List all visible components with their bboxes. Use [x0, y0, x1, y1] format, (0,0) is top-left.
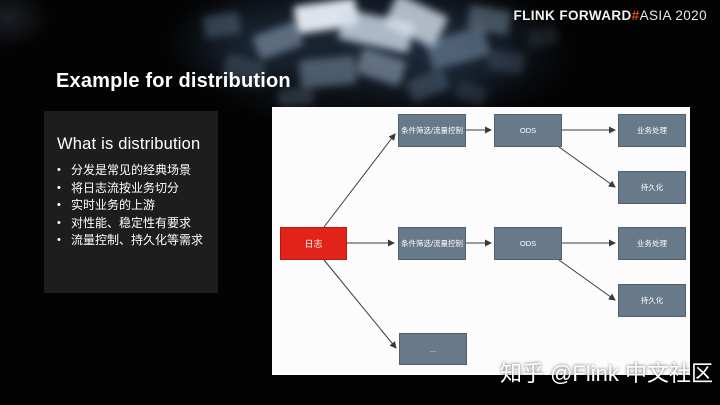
slide-title: Example for distribution [56, 70, 291, 92]
node-label: ODS [519, 239, 537, 248]
bokeh-cube [486, 49, 526, 75]
edge-source-filter1 [323, 133, 396, 228]
flow-diagram-canvas: 日志 条件筛选/流量控制 ODS 业务处理 持久化 条件筛选/流量控制 ODS … [272, 107, 690, 375]
node-log-source: 日志 [280, 227, 347, 260]
bokeh-cube [383, 0, 449, 49]
node-label: ODS [519, 126, 537, 135]
event-logo: FLINK FORWARD#ASIA 2020 [513, 8, 707, 23]
bullet-item: • 将日志流按业务切分 [57, 180, 208, 198]
bullet-text: 实时业务的上游 [71, 198, 156, 213]
bullet-item: • 对性能、稳定性有要求 [57, 215, 208, 233]
bullet-dot: • [57, 181, 61, 194]
bullet-item: • 分发是常见的经典场景 [57, 162, 208, 180]
info-panel-heading: What is distribution [57, 135, 201, 153]
node-persistence-1: 持久化 [618, 171, 686, 204]
bokeh-cube [337, 8, 415, 54]
bokeh-cube [453, 79, 489, 107]
edge-ods2-persist2 [558, 259, 616, 301]
diagram-edges [323, 126, 616, 349]
node-filter-flow-control-1: 条件筛选/流量控制 [398, 114, 466, 147]
node-label: 业务处理 [637, 126, 667, 135]
event-logo-flink-forward: FLINK FORWARD [513, 8, 632, 23]
node-label: ... [429, 344, 437, 354]
node-business-processing-2: 业务处理 [618, 227, 686, 260]
bullet-text: 流量控制、持久化等需求 [71, 233, 204, 248]
bokeh-cube [298, 55, 358, 89]
bullet-dot: • [57, 164, 61, 176]
info-panel: What is distribution • 分发是常见的经典场景 • 将日志流… [44, 111, 218, 293]
bullet-dot: • [57, 199, 61, 212]
bullet-dot: • [57, 216, 61, 229]
bullet-item: • 流量控制、持久化等需求 [57, 232, 208, 250]
bullet-item: • 实时业务的上游 [57, 197, 208, 215]
node-ods-2: ODS [494, 227, 562, 260]
bokeh-cube [293, 0, 359, 35]
edge-source-more [323, 259, 397, 349]
node-business-processing-1: 业务处理 [618, 114, 686, 147]
node-ods-1: ODS [494, 114, 562, 147]
bullet-text: 将日志流按业务切分 [71, 180, 180, 195]
event-logo-hash: # [631, 8, 640, 23]
node-ellipsis: ... [399, 333, 467, 365]
bokeh-cube [466, 4, 512, 36]
node-persistence-2: 持久化 [618, 284, 686, 317]
node-label: 持久化 [640, 183, 664, 192]
bokeh-cube [202, 11, 242, 39]
bullet-text: 对性能、稳定性有要求 [71, 215, 192, 230]
bokeh-cube [252, 20, 304, 61]
bullet-dot: • [57, 234, 61, 247]
node-label: 业务处理 [637, 239, 667, 248]
bullet-text: 分发是常见的经典场景 [71, 163, 192, 177]
bokeh-cube [425, 25, 491, 71]
event-logo-asia-2020: ASIA 2020 [639, 8, 707, 23]
node-filter-flow-control-2: 条件筛选/流量控制 [398, 227, 466, 260]
bokeh-cube [355, 47, 407, 87]
zhihu-watermark: 知乎 @Flink 中文社区 [499, 361, 713, 386]
node-label: 日志 [304, 239, 323, 249]
bokeh-cube [526, 25, 560, 49]
edge-ods1-persist1 [558, 146, 616, 188]
node-label: 条件筛选/流量控制 [400, 126, 464, 135]
node-label: 持久化 [640, 296, 664, 305]
node-label: 条件筛选/流量控制 [400, 239, 464, 248]
bokeh-cube [405, 67, 451, 103]
